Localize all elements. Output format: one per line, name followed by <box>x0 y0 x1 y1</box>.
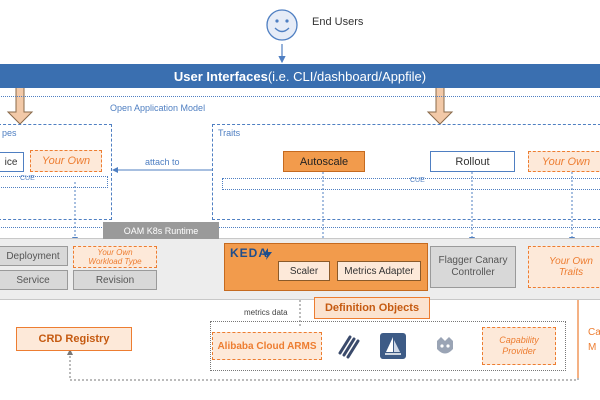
traits-panel <box>212 124 600 220</box>
autoscale-box: Autoscale <box>283 151 365 172</box>
revision-box: Revision <box>73 270 157 290</box>
your-own-traits-box: Your Own Traits <box>528 246 600 288</box>
definition-objects-box: Definition Objects <box>314 297 430 319</box>
cue-label-left: CUE <box>20 175 35 182</box>
user-interfaces-banner: User Interfaces (i.e. CLI/dashboard/Appf… <box>0 64 600 88</box>
metrics-data-label: metrics data <box>244 308 288 317</box>
crd-registry-box: CRD Registry <box>16 327 132 351</box>
deployment-box: Deployment <box>0 246 68 266</box>
end-users-label: End Users <box>312 16 364 28</box>
sailboat-logo-icon <box>380 333 406 359</box>
banner-subtitle: (i.e. CLI/dashboard/Appfile) <box>267 68 427 84</box>
attach-to-label: attach to <box>145 157 180 167</box>
service-runtime-box: Service <box>0 270 68 290</box>
service-box: ice <box>0 152 24 172</box>
your-own-trait-box: Your Own <box>528 151 600 172</box>
traits-label: Traits <box>218 128 241 138</box>
banner-title: User Interfaces <box>173 68 268 84</box>
providers-region <box>210 321 566 371</box>
oam-runtime-title: OAM K8s Runtime <box>103 222 219 239</box>
your-own-workload-type-box: Your Own Workload Type <box>73 246 157 268</box>
keda-logo: KEDA <box>230 246 269 260</box>
your-own-workload-box: Your Own <box>30 150 102 172</box>
right-edge-text: Ca M <box>588 327 600 353</box>
capability-provider-box: Capability Provider <box>482 327 556 365</box>
cue-dotted-region-right <box>222 178 600 190</box>
workload-types-panel <box>0 124 112 220</box>
cue-dotted-region-left <box>0 176 108 188</box>
workload-types-label: pes <box>2 128 17 138</box>
rollout-box: Rollout <box>430 151 515 172</box>
scaler-box: Scaler <box>278 261 330 281</box>
alibaba-arms-box: Alibaba Cloud ARMS <box>212 332 322 360</box>
oam-label: Open Application Model <box>110 103 206 113</box>
flagger-canary-controller-box: Flagger Canary Controller <box>430 246 516 288</box>
cue-label-right: CUE <box>410 177 425 184</box>
harbor-logo-icon <box>336 333 362 359</box>
oam-region <box>0 96 600 228</box>
helmet-logo-icon <box>433 335 457 359</box>
smiley-face-icon <box>265 8 299 42</box>
metrics-adapter-box: Metrics Adapter <box>337 261 421 281</box>
keda-bolt-icon <box>263 247 272 260</box>
